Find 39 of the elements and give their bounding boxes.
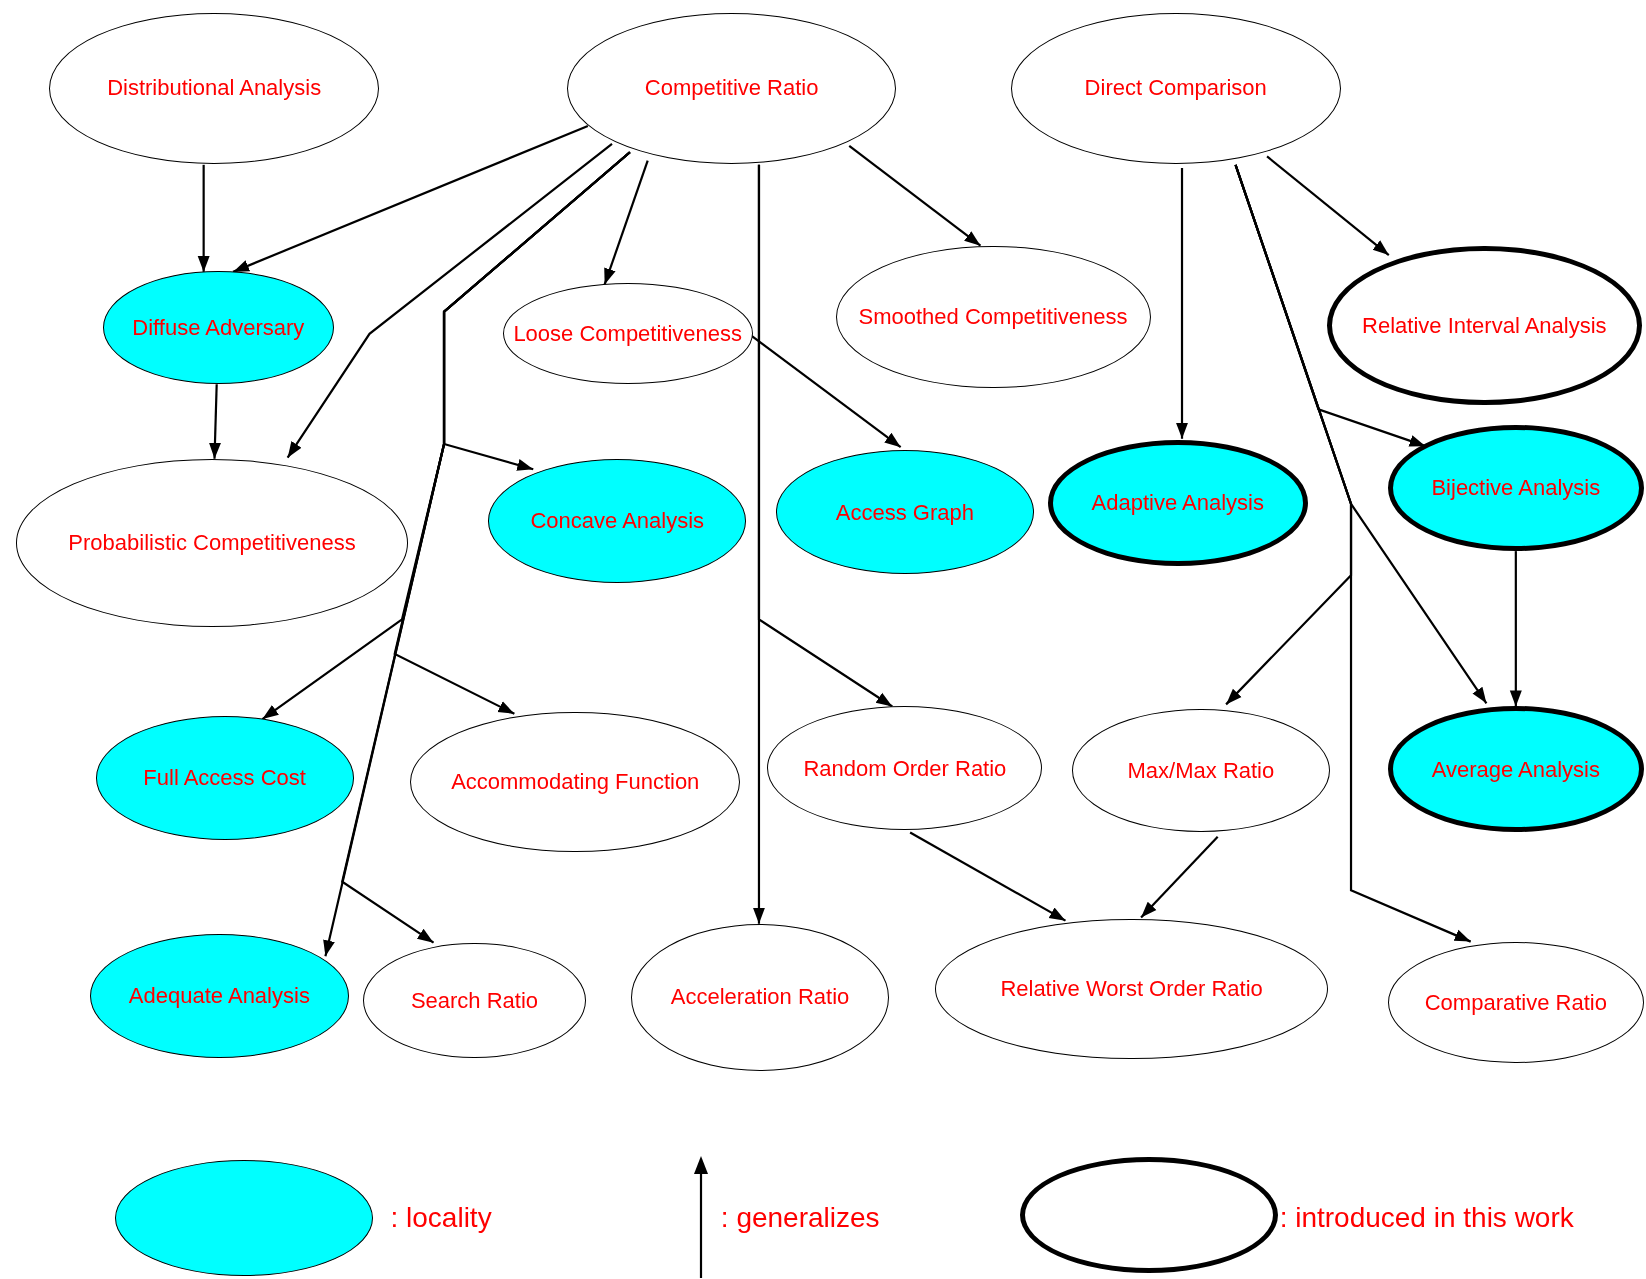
node-label: Diffuse Adversary bbox=[132, 313, 305, 342]
arrow bbox=[209, 384, 221, 459]
node-label: Adaptive Analysis bbox=[1091, 489, 1264, 517]
node-label: Max/Max Ratio bbox=[1127, 756, 1275, 785]
node-label: Direct Comparison bbox=[1084, 74, 1267, 102]
node-label: Access Graph bbox=[835, 498, 974, 526]
node-label: Relative Interval Analysis bbox=[1362, 311, 1607, 340]
arrow bbox=[1176, 167, 1188, 439]
node-label: Accommodating Function bbox=[451, 768, 700, 796]
node-label: Bijective Analysis bbox=[1431, 474, 1601, 502]
arrow bbox=[909, 831, 1067, 922]
node-label: Competitive Ratio bbox=[644, 74, 819, 102]
node-label: Distributional Analysis bbox=[107, 74, 322, 102]
node-label: Probabilistic Competitiveness bbox=[68, 528, 356, 557]
arrow bbox=[750, 335, 902, 449]
node-label: Search Ratio bbox=[410, 986, 539, 1015]
arrow bbox=[848, 145, 982, 247]
arrow bbox=[757, 164, 893, 708]
arrow bbox=[1140, 835, 1219, 919]
node-label: Acceleration Ratio bbox=[670, 983, 850, 1011]
arrow bbox=[232, 124, 589, 273]
legend-label: : generalizes bbox=[720, 1201, 880, 1235]
node-label: Adequate Analysis bbox=[128, 982, 310, 1010]
legend-label: : locality bbox=[390, 1201, 492, 1235]
legend-label: : introduced in this work bbox=[1279, 1201, 1574, 1235]
node-label: Concave Analysis bbox=[530, 506, 705, 535]
node-label: Average Analysis bbox=[1431, 755, 1600, 784]
arrow bbox=[1266, 155, 1390, 256]
arrow bbox=[1234, 164, 1472, 943]
arrow bbox=[286, 142, 613, 459]
node-label: Relative Worst Order Ratio bbox=[1000, 975, 1263, 1003]
node-label: Full Access Cost bbox=[143, 764, 306, 792]
node-label: Loose Competitiveness bbox=[513, 320, 743, 348]
node-label: Random Order Ratio bbox=[803, 754, 1007, 783]
arrow bbox=[1509, 551, 1522, 707]
node-label: Smoothed Competitiveness bbox=[858, 303, 1128, 331]
arrow bbox=[197, 164, 210, 272]
node-label: Comparative Ratio bbox=[1424, 988, 1607, 1017]
arrow bbox=[603, 160, 649, 285]
